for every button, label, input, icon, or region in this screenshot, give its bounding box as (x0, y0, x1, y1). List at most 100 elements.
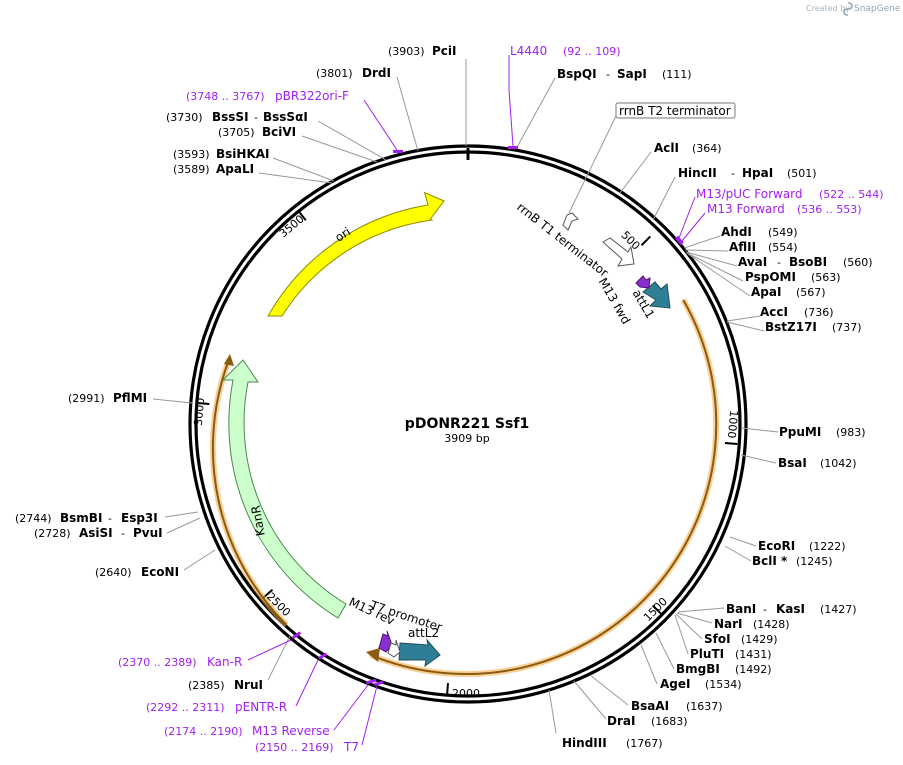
site-name-asisi[interactable]: AsiSI (79, 526, 113, 540)
m13-fwd-label: M13 fwd (596, 275, 634, 326)
primer-name-pbr322ori[interactable]: pBR322ori-F (275, 89, 349, 103)
site-sep: - (121, 527, 125, 540)
site-pos-bsai: (1042) (820, 457, 857, 470)
site-name-drai[interactable]: DraI (607, 714, 635, 728)
site-leader-bsssi (317, 120, 387, 161)
primer-mark-m13puc (674, 235, 684, 246)
site-name-agei[interactable]: AgeI (660, 677, 690, 691)
site-name-bcli[interactable]: BclI * (752, 554, 788, 568)
attl2-feature[interactable] (398, 638, 441, 668)
site-pos-bcli: (1245) (796, 555, 833, 568)
primer-leader-m13fwd (681, 212, 706, 242)
site-leader-bspqi (515, 77, 556, 150)
site-name-ppumi[interactable]: PpuMI (779, 425, 821, 439)
insert-region-left[interactable] (209, 354, 289, 628)
primer-name-t7[interactable]: T7 (343, 740, 359, 754)
site-name-bsmbi[interactable]: BsmBI (60, 511, 102, 525)
site-name-esp3i[interactable]: Esp3I (121, 511, 158, 525)
site-name-bani[interactable]: BanI (726, 602, 756, 616)
site-pos-avai: (560) (843, 256, 873, 269)
primer-range-pentr: (2292 .. 2311) (146, 701, 225, 714)
site-pos-acci: (736) (804, 306, 834, 319)
site-leader-bsmbi (164, 511, 199, 518)
m13-rev-feature[interactable] (378, 630, 393, 653)
kanr-feature[interactable] (221, 359, 347, 619)
site-leader-nrui (267, 635, 291, 681)
site-leader-pflmi (152, 398, 193, 404)
site-name-drdi[interactable]: DrdI (362, 66, 391, 80)
site-leader-apai (687, 253, 751, 297)
site-name-sapi[interactable]: SapI (617, 67, 647, 81)
primer-leader-t7 (361, 685, 378, 746)
site-name-bsaai[interactable]: BsaAI (631, 699, 669, 713)
site-leader-bsihkai (272, 157, 335, 182)
primer-name-kanr[interactable]: Kan-R (207, 655, 242, 669)
primer-name-m13rev[interactable]: M13 Reverse (252, 724, 330, 738)
site-name-bsssai[interactable]: BssSαI (263, 110, 308, 124)
t7-promoter-feature[interactable] (387, 639, 401, 658)
site-name-nari[interactable]: NarI (714, 617, 743, 631)
rrnb-t2-terminator[interactable] (562, 212, 579, 231)
site-name-hincii[interactable]: HincII (678, 166, 717, 180)
site-name-bstz17i[interactable]: BstZ17I (765, 320, 817, 334)
rrnb-t2-box (615, 102, 736, 119)
site-name-ecori[interactable]: EcoRI (758, 539, 795, 553)
site-name-aflii[interactable]: AflII (729, 240, 756, 254)
site-name-bsihkai[interactable]: BsiHKAI (216, 147, 270, 161)
site-name-acli[interactable]: AclI (654, 141, 679, 155)
site-name-bcivi[interactable]: BciVI (262, 125, 296, 139)
primer-name-m13fwd[interactable]: M13 Forward (707, 202, 785, 216)
primer-name-m13puc[interactable]: M13/pUC Forward (696, 187, 803, 201)
site-pos-pluti: (1431) (735, 648, 772, 661)
attl1-feature[interactable] (642, 281, 671, 309)
site-name-kasi[interactable]: KasI (776, 602, 805, 616)
tick-3000: 3000 (192, 397, 207, 426)
site-name-bsssi[interactable]: BssSI (212, 110, 249, 124)
site-leader-hindiii (548, 689, 557, 734)
site-pos-econi: (2640) (95, 566, 132, 579)
tick-3000-mark (196, 402, 210, 405)
m13-fwd-feature[interactable] (635, 275, 651, 289)
site-sep: - (254, 111, 258, 124)
site-name-econi[interactable]: EcoNI (141, 565, 179, 579)
site-name-ahdi[interactable]: AhdI (721, 225, 752, 239)
site-name-pluti[interactable]: PluTI (690, 647, 724, 661)
site-name-acci[interactable]: AccI (760, 305, 788, 319)
site-name-bsai[interactable]: BsaI (778, 456, 807, 470)
site-name-hindiii[interactable]: HindIII (562, 736, 607, 750)
site-pos-bani: (1427) (820, 603, 857, 616)
rrnb-t1-terminator[interactable] (602, 237, 635, 267)
site-name-bmgbi[interactable]: BmgBI (676, 662, 720, 676)
site-name-pvui[interactable]: PvuI (133, 526, 163, 540)
primer-name-pentr[interactable]: pENTR-R (235, 700, 287, 714)
primer-mark-m13rev (365, 678, 377, 685)
primer-leader-m13puc (678, 196, 696, 239)
primer-name-l4440[interactable]: L4440 (510, 44, 547, 58)
site-name-bsobi[interactable]: BsoBI (789, 255, 827, 269)
site-name-apali[interactable]: ApaLI (216, 162, 254, 176)
site-pos-bsihkai: (3593) (173, 148, 210, 161)
site-pos-bsaai: (1637) (686, 700, 723, 713)
insert-left-arrowhead (224, 354, 234, 366)
site-name-hpai[interactable]: HpaI (742, 166, 773, 180)
site-name-avai[interactable]: AvaI (738, 255, 767, 269)
ori-feature[interactable] (267, 191, 445, 317)
site-name-nrui[interactable]: NruI (234, 678, 263, 692)
site-name-pspomi[interactable]: PspOMI (745, 270, 796, 284)
site-leader-bani (677, 607, 725, 613)
insert-region-right[interactable] (366, 298, 720, 677)
site-leader-bsaai (589, 674, 629, 706)
plasmid-title: pDONR221 Ssf1 (405, 416, 529, 432)
site-pos-hincii: (501) (787, 167, 817, 180)
site-name-apai[interactable]: ApaI (751, 285, 781, 299)
site-leader-bcli (724, 545, 752, 562)
site-name-sfoi[interactable]: SfoI (704, 632, 731, 646)
site-leader-apali (258, 172, 333, 184)
primer-leader-l4440 (508, 55, 514, 147)
site-name-bspqi[interactable]: BspQI (557, 67, 597, 81)
attl2-label: attL2 (408, 626, 439, 640)
site-name-pcii[interactable]: PciI (432, 44, 457, 58)
site-name-pflmi[interactable]: PflMI (113, 391, 147, 405)
primer-mark-pbr322ori (393, 150, 403, 153)
site-pos-pspomi: (563) (811, 271, 841, 284)
